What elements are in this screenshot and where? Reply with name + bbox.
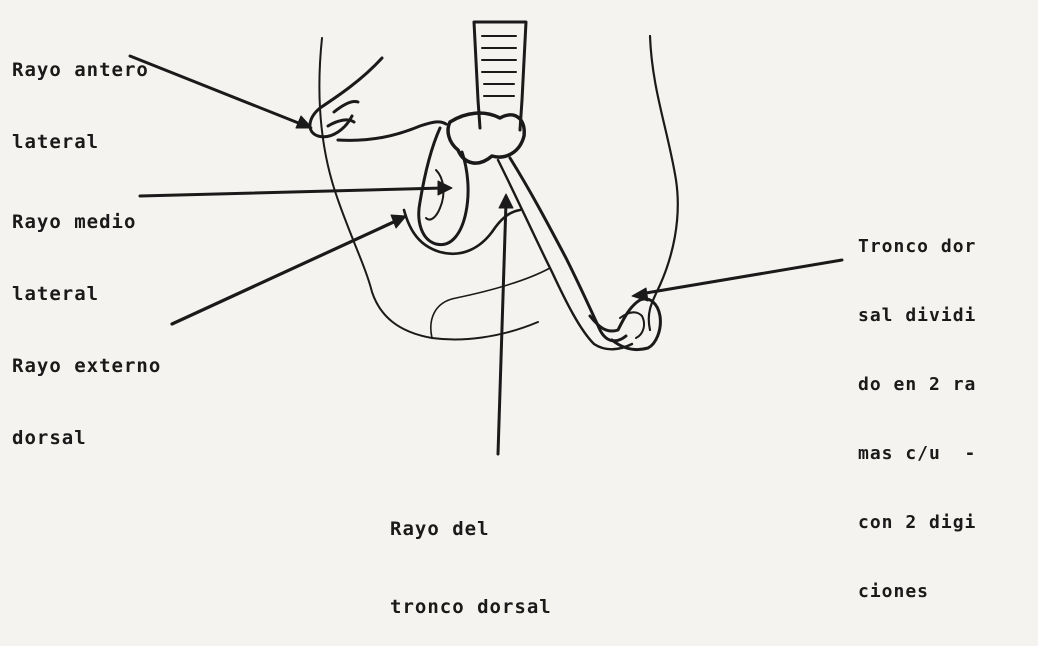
label-rayo-medio-lateral: Rayo medio lateral [12, 162, 136, 330]
medio-lateral-inner [426, 170, 443, 220]
label-line: dorsal [12, 426, 161, 450]
label-rayo-tronco-dorsal: Rayo del tronco dorsal [390, 464, 552, 646]
label-line: Rayo del [390, 516, 552, 542]
label-line: lateral [12, 130, 149, 154]
label-tronco-dorsal-dividido: Tronco dor sal dividi do en 2 ra mas c/u… [858, 189, 976, 626]
arrow-tronco-dividido [640, 260, 842, 294]
label-line: do en 2 ra [858, 373, 976, 396]
dorsal-trunk [510, 158, 626, 341]
arrow-antero-lateral [130, 56, 306, 126]
body-outline-right [649, 36, 678, 330]
label-line: mas c/u - [858, 442, 976, 465]
label-line: Tronco dor [858, 235, 976, 258]
terminal-digitations-inner [620, 312, 644, 338]
label-line: lateral [12, 282, 136, 306]
label-rayo-antero-lateral: Rayo antero lateral [12, 10, 149, 178]
arrow-medio-lateral [140, 188, 444, 196]
arrowhead-medio-lateral [438, 181, 452, 195]
label-line: Rayo externo [12, 354, 161, 378]
dorsal-head [448, 113, 524, 163]
arrowhead-tronco-dorsal [499, 194, 513, 208]
antero-lateral-ray [310, 58, 446, 140]
label-line: tronco dorsal [390, 594, 552, 620]
label-line: ciones [858, 580, 976, 603]
filament-stripes [482, 36, 516, 96]
arrow-tronco-dorsal [498, 202, 506, 454]
label-line: Rayo medio [12, 210, 136, 234]
label-line: con 2 digi [858, 511, 976, 534]
label-line: sal dividi [858, 304, 976, 327]
body-outline-lower [431, 268, 550, 338]
label-rayo-externo-dorsal: Rayo externo dorsal [12, 306, 161, 474]
arrowhead-externo-dorsal [391, 215, 406, 228]
arrow-externo-dorsal [172, 220, 398, 324]
label-line: Rayo antero [12, 58, 149, 82]
